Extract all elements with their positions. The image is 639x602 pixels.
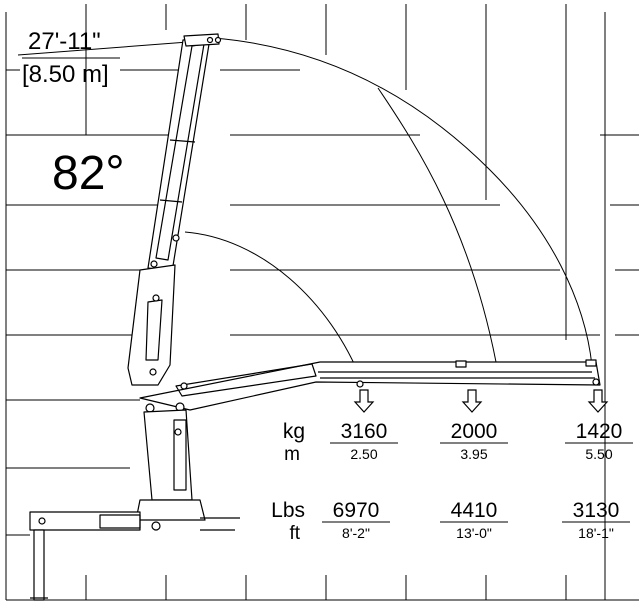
reach-imperial-label: 27'-11" bbox=[28, 28, 101, 55]
outer-arc bbox=[213, 37, 593, 367]
unit-m-label: m bbox=[284, 444, 300, 465]
load-lbs-1: 6970 bbox=[332, 499, 380, 522]
middle-arc bbox=[377, 87, 497, 363]
reach-metric-label: [8.50 m] bbox=[22, 61, 109, 88]
radius-ft-1: 8'-2" bbox=[342, 525, 370, 541]
load-arrow-2 bbox=[461, 389, 483, 413]
load-lbs-3: 3130 bbox=[572, 499, 620, 522]
unit-lbs-label: Lbs bbox=[271, 499, 305, 522]
reach-pointer-line bbox=[17, 41, 189, 56]
radius-m-2: 3.95 bbox=[460, 446, 488, 462]
grid bbox=[5, 4, 639, 601]
load-lbs-2: 4410 bbox=[450, 499, 498, 522]
radius-ft-3: 18'-1" bbox=[578, 525, 614, 541]
base bbox=[135, 499, 206, 521]
load-arrow-3 bbox=[587, 389, 609, 413]
load-kg-3: 1420 bbox=[575, 420, 623, 443]
horizontal-boom bbox=[139, 361, 601, 411]
load-arrow-1 bbox=[353, 389, 375, 413]
boom-angle-label: 82° bbox=[52, 147, 125, 200]
reach-arcs bbox=[184, 37, 593, 383]
load-arrows bbox=[353, 389, 609, 413]
unit-kg-label: kg bbox=[282, 420, 305, 443]
knuckle-arm bbox=[127, 264, 176, 386]
radius-ft-2: 13'-0" bbox=[456, 525, 492, 541]
value-dividers bbox=[322, 442, 633, 523]
load-kg-2: 2000 bbox=[450, 420, 498, 443]
radius-m-3: 5.50 bbox=[585, 446, 613, 462]
inner-arc bbox=[184, 231, 363, 383]
radius-m-1: 2.50 bbox=[350, 446, 378, 462]
load-kg-1: 3160 bbox=[340, 420, 388, 443]
unit-ft-label: ft bbox=[289, 523, 300, 544]
crane-illustration bbox=[29, 33, 601, 601]
